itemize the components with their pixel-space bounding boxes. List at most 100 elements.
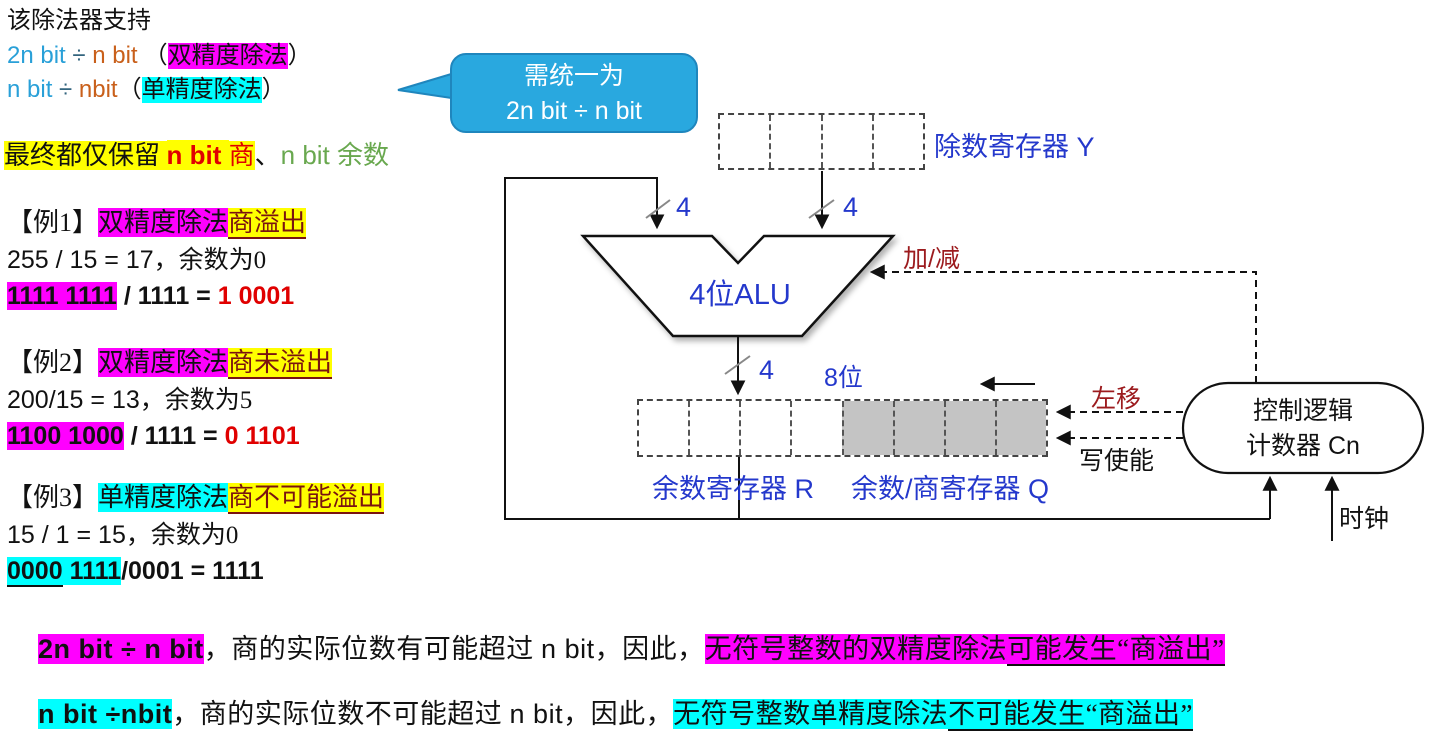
remainder-quotient-register bbox=[637, 399, 1048, 457]
text-segment: ，因此， bbox=[563, 699, 674, 729]
text-segment: 【例2】 bbox=[7, 348, 99, 377]
quotient-register-label: 余数/商寄存器 Q bbox=[851, 474, 1050, 504]
example1-heading: 【例1】双精度除法商溢出 bbox=[7, 204, 307, 241]
unify-callout-bubble: 需统一为 2n bit ÷ n bit bbox=[450, 53, 698, 133]
text-segment: 1100 1000 bbox=[7, 422, 124, 450]
register-cell bbox=[639, 401, 688, 455]
text-segment: 【例1】 bbox=[7, 208, 99, 237]
text-segment: ，余数为0 bbox=[125, 522, 239, 549]
text-segment: 商 bbox=[228, 141, 255, 170]
intro-single-precision-line: n bit ÷ nbit（单精度除法） bbox=[7, 73, 286, 107]
text-segment: 【例3】 bbox=[7, 483, 99, 512]
text-segment: 200/15 = 13 bbox=[7, 386, 140, 414]
text-segment: 0 1101 bbox=[224, 422, 300, 450]
example2-heading: 【例2】双精度除法商未溢出 bbox=[7, 344, 333, 381]
text-segment: 2n bit bbox=[7, 42, 66, 69]
text-segment: 2n bit ÷ n bit bbox=[38, 634, 204, 664]
text-segment: ÷ bbox=[52, 76, 79, 103]
conclusion-single-precision: n bit ÷nbit，商的实际位数不可能超过 n bit，因此，无符号整数单精… bbox=[38, 696, 1194, 733]
text-segment: 单精度除法 bbox=[98, 483, 229, 512]
text-segment: 无符号整数单精度除法 bbox=[673, 699, 949, 729]
example3-calc: 15 / 1 = 15，余数为0 bbox=[7, 518, 238, 553]
text-segment: 1111 bbox=[62, 557, 122, 585]
text-segment: ，余数为5 bbox=[139, 387, 253, 414]
register-cell-q bbox=[892, 401, 944, 455]
intro-title-text: 该除法器支持 bbox=[7, 8, 151, 34]
text-segment: n bit ÷nbit bbox=[38, 699, 173, 729]
register-cell bbox=[790, 401, 841, 455]
register-cell bbox=[739, 401, 790, 455]
text-segment: / 1111 = bbox=[123, 422, 225, 450]
intro-double-precision-line: 2n bit ÷ n bit （双精度除法） bbox=[7, 39, 312, 73]
control-logic-line2: 计数器 Cn bbox=[1246, 432, 1360, 460]
bubble-line1: 需统一为 bbox=[523, 62, 624, 90]
example1-calc: 255 / 15 = 17，余数为0 bbox=[7, 243, 266, 278]
example2-calc: 200/15 = 13，余数为5 bbox=[7, 383, 252, 418]
text-segment: ，商的实际位数不可能超过 bbox=[172, 699, 510, 729]
text-segment: / 1111 = bbox=[116, 282, 218, 310]
example2-binary: 1100 1000 / 1111 = 0 1101 bbox=[7, 419, 300, 453]
register-cell bbox=[720, 115, 769, 168]
text-segment: n bit bbox=[280, 140, 338, 170]
example1-binary: 1111 1111 / 1111 = 1 0001 bbox=[7, 279, 294, 313]
text-segment: nbit bbox=[78, 76, 118, 103]
text-segment: n bit bbox=[541, 634, 595, 664]
text-segment: 1 0001 bbox=[217, 282, 295, 310]
text-segment: ÷ bbox=[65, 42, 93, 69]
text-segment: 、 bbox=[254, 141, 281, 170]
text-segment: 双精度除法 bbox=[167, 43, 288, 69]
shift-left-label: 左移 bbox=[1091, 385, 1142, 413]
alu-label: 4位ALU bbox=[689, 279, 791, 311]
register-cell-q bbox=[994, 401, 1046, 455]
text-segment: ，余数为0 bbox=[153, 247, 267, 274]
bubble-tail bbox=[397, 70, 459, 101]
text-segment: n bit bbox=[7, 76, 53, 103]
text-segment: ） bbox=[287, 43, 312, 69]
write-enable-label: 写使能 bbox=[1079, 447, 1155, 475]
text-segment: n bit bbox=[509, 699, 564, 729]
text-segment: n bit bbox=[166, 140, 229, 170]
text-segment: 商不可能溢出 bbox=[228, 483, 385, 514]
text-segment: 1111 1111 bbox=[7, 282, 117, 310]
text-segment: 商未溢出 bbox=[228, 348, 333, 379]
remainder-register-label: 余数寄存器 R bbox=[652, 474, 814, 504]
text-segment: 双精度除法 bbox=[98, 348, 229, 377]
bus-slash-left bbox=[645, 199, 671, 219]
text-segment: ，因此， bbox=[594, 634, 705, 664]
text-segment: 15 / 1 = 15 bbox=[7, 521, 126, 549]
alu-shape bbox=[580, 234, 896, 338]
text-segment: 单精度除法 bbox=[141, 77, 262, 103]
divisor-register-y bbox=[718, 113, 925, 170]
text-segment: 无符号整数的双精度除法 bbox=[704, 634, 1008, 664]
register-cell bbox=[820, 115, 872, 168]
text-segment: 商溢出 bbox=[228, 208, 307, 239]
control-logic-shape bbox=[1181, 381, 1425, 475]
add-sub-label: 加/减 bbox=[903, 245, 960, 273]
text-segment: /0001 = 1111 bbox=[121, 557, 264, 585]
text-segment: n bit bbox=[92, 42, 138, 69]
register-cell bbox=[688, 401, 739, 455]
signal-add-sub bbox=[869, 264, 1257, 383]
text-segment: 0000 bbox=[7, 557, 63, 587]
bus-width-left-label: 4 bbox=[676, 192, 692, 222]
keep-result-line: 最终都仅保留 n bit 商、n bit 余数 bbox=[4, 137, 389, 174]
text-segment: ，商的实际位数有可能超过 bbox=[203, 634, 542, 664]
bus-width-right-label: 4 bbox=[843, 192, 859, 222]
text-segment: 255 / 15 = 17 bbox=[7, 246, 154, 274]
example3-binary: 0000 1111/0001 = 1111 bbox=[7, 554, 264, 588]
example3-heading: 【例3】单精度除法商不可能溢出 bbox=[7, 479, 385, 516]
register-cell bbox=[769, 115, 820, 168]
register-cell-q bbox=[841, 401, 893, 455]
wire-feedback-loop bbox=[504, 177, 1270, 520]
control-logic-label: 控制逻辑 计数器 Cn bbox=[1183, 394, 1423, 464]
eight-bits-label: 8位 bbox=[824, 364, 863, 392]
text-segment: 最终都仅保留 bbox=[4, 141, 167, 170]
divisor-register-label: 除数寄存器 Y bbox=[934, 132, 1095, 162]
bubble-line2: 2n bit ÷ n bit bbox=[505, 97, 643, 125]
bus-slash-out bbox=[724, 355, 751, 375]
register-cell bbox=[871, 115, 923, 168]
bus-slash-right bbox=[808, 199, 835, 219]
text-segment: 双精度除法 bbox=[98, 208, 229, 237]
